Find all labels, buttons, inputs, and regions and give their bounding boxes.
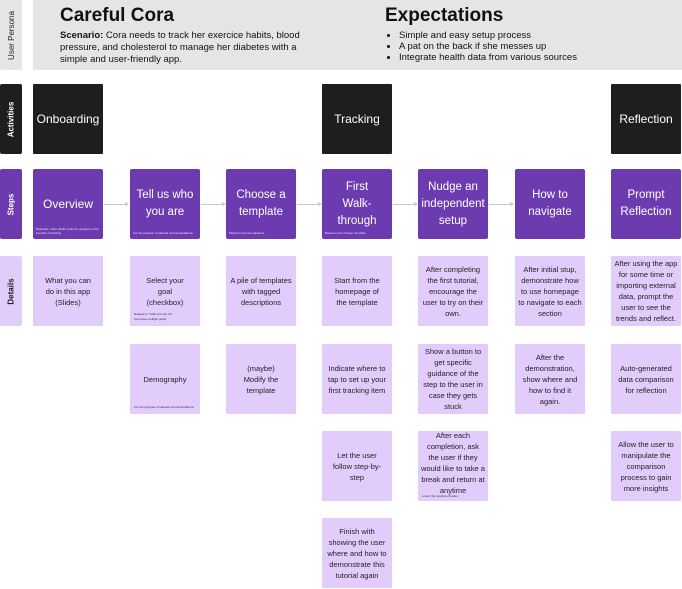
scenario-label: Scenario: [60, 30, 104, 41]
scenario-text: Cora needs to track her exercice habits,… [60, 30, 300, 65]
step-note: Rationale: older adults could be unaware… [36, 227, 99, 235]
step-label: Prompt Reflection [620, 189, 672, 218]
detail-text: Let the user follow step-by-step [332, 450, 382, 482]
detail-card[interactable]: Indicate where to tap to set up your fir… [322, 344, 392, 414]
step-note: Tailored recommendations [229, 231, 265, 235]
persona-name: Careful Cora [60, 5, 175, 26]
detail-text: Allow the user to manipulate the compari… [618, 439, 674, 493]
step-prompt-reflection[interactable]: Prompt Reflection [611, 169, 681, 239]
persona-band: Careful Cora Scenario: Cora needs to tra… [33, 0, 682, 70]
row-label-steps-text: Steps [6, 193, 16, 215]
expectation-item: A pat on the back if she messes up [399, 41, 667, 52]
row-label-persona-text: User Persona [6, 10, 16, 60]
detail-text: Demography [143, 374, 187, 384]
detail-text: After completing the first tutorial, enc… [422, 264, 484, 318]
detail-card[interactable]: What you can do in this app (Slides) [33, 256, 103, 326]
detail-text: Finish with showing the user where and h… [327, 526, 387, 580]
expectation-item: Integrate health data from various sourc… [399, 52, 667, 63]
step-label: Choose a template [236, 189, 286, 218]
detail-card[interactable]: A pile of templates with tagged descript… [226, 256, 296, 326]
persona-scenario: Scenario: Cora needs to track her exerci… [60, 30, 325, 66]
step-note: Based on the chosen template [325, 231, 366, 235]
activity-reflection[interactable]: Reflection [611, 84, 681, 154]
step-label: Tell us who you are [136, 189, 194, 218]
step-label: How to navigate [528, 189, 572, 218]
step-label: Nudge an independent setup [421, 180, 485, 227]
detail-card[interactable]: After each completion, ask the user if t… [418, 431, 488, 501]
detail-card[interactable]: Demography For the purpose of tailored r… [130, 344, 200, 414]
flow-arrow [297, 202, 322, 206]
flow-arrow [393, 202, 418, 206]
flow-arrow [104, 202, 129, 206]
detail-card[interactable]: Select your goal (checkbox) Related to "… [130, 256, 200, 326]
row-label-steps: Steps [0, 169, 22, 239]
detail-text: Indicate where to tap to set up your fir… [328, 363, 386, 395]
row-label-details-text: Details [6, 277, 16, 305]
step-label: Overview [42, 196, 93, 211]
detail-card[interactable]: Auto-generated data comparison for refle… [611, 344, 681, 414]
detail-text: A pile of templates with tagged descript… [230, 275, 292, 307]
row-label-activities-text: Activities [6, 101, 16, 137]
detail-text: After using the app for some time or imp… [614, 259, 678, 323]
detail-note: For the purpose of tailored recommendati… [134, 405, 194, 409]
row-label-activities: Activities [0, 84, 22, 154]
activity-onboarding[interactable]: Onboarding [33, 84, 103, 154]
detail-text: After initial stup, demonstrate how to u… [518, 264, 582, 318]
detail-note: Lower the cognitive burden [422, 494, 459, 498]
detail-text: What you can do in this app (Slides) [45, 275, 91, 307]
detail-card[interactable]: Finish with showing the user where and h… [322, 518, 392, 588]
detail-text: Start from the homepage of the template [334, 275, 380, 307]
detail-card[interactable]: Let the user follow step-by-step [322, 431, 392, 501]
expectations-title: Expectations [385, 5, 504, 26]
flow-arrow [489, 202, 514, 206]
detail-text: After each completion, ask the user if t… [421, 431, 485, 495]
detail-card[interactable]: After using the app for some time or imp… [611, 256, 681, 326]
detail-text: After the demonstration, show where and … [522, 352, 578, 406]
step-nudge-independent-setup[interactable]: Nudge an independent setup [418, 169, 488, 239]
step-first-walkthrough[interactable]: First Walk-through Based on the chosen t… [322, 169, 392, 239]
detail-card[interactable]: After the demonstration, show where and … [515, 344, 585, 414]
detail-card[interactable]: Allow the user to manipulate the compari… [611, 431, 681, 501]
detail-text: (maybe) Modify the template [243, 363, 279, 395]
detail-card[interactable]: Show a button to get specific guidance o… [418, 344, 488, 414]
expectations-list: Simple and easy setup process A pat on t… [387, 30, 667, 63]
detail-text: Auto-generated data comparison for refle… [618, 363, 674, 395]
detail-card[interactable]: Start from the homepage of the template [322, 256, 392, 326]
detail-text: Select your goal (checkbox) [146, 275, 184, 307]
row-label-details: Details [0, 256, 22, 326]
step-label: First Walk-through [337, 180, 377, 227]
row-label-persona: User Persona [0, 0, 22, 70]
detail-card[interactable]: After completing the first tutorial, enc… [418, 256, 488, 326]
flow-arrow [201, 202, 226, 206]
detail-card[interactable]: After initial stup, demonstrate how to u… [515, 256, 585, 326]
step-note: For the purpose of tailored recommendati… [133, 231, 193, 235]
detail-note: Related to "what you can do" Can have mu… [134, 312, 173, 321]
activity-tracking[interactable]: Tracking [322, 84, 392, 154]
step-how-to-navigate[interactable]: How to navigate [515, 169, 585, 239]
detail-card[interactable]: (maybe) Modify the template [226, 344, 296, 414]
step-overview[interactable]: Overview Rationale: older adults could b… [33, 169, 103, 239]
detail-text: Show a button to get specific guidance o… [423, 347, 483, 411]
step-tell-us-who-you-are[interactable]: Tell us who you are For the purpose of t… [130, 169, 200, 239]
expectation-item: Simple and easy setup process [399, 30, 667, 41]
step-choose-template[interactable]: Choose a template Tailored recommendatio… [226, 169, 296, 239]
